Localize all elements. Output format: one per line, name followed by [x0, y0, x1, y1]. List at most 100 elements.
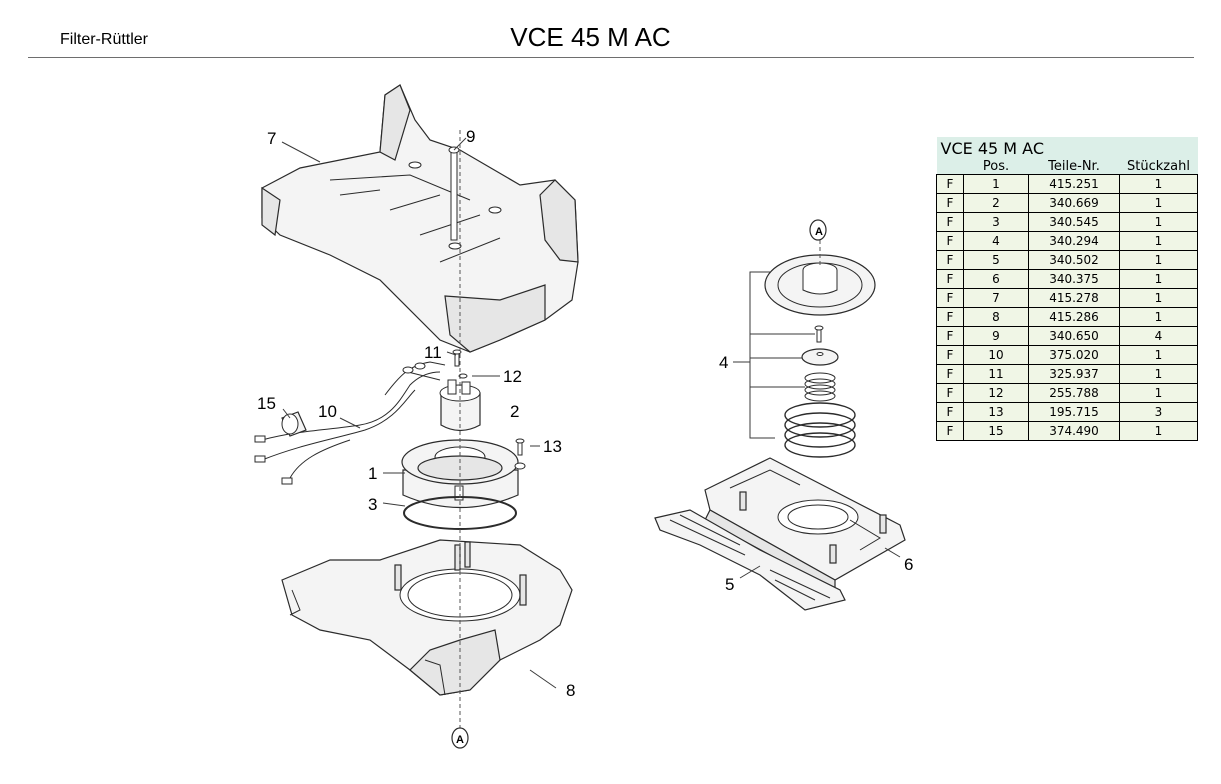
section-label: Filter-Rüttler [60, 31, 149, 48]
marker-a-bottom-label: A [456, 734, 464, 746]
flag-cell: F [936, 345, 964, 365]
callout-2: 2 [510, 402, 519, 421]
pos-cell: 12 [963, 383, 1029, 403]
part-number-cell: 340.669 [1028, 193, 1120, 213]
callout-8: 8 [566, 681, 575, 700]
marker-a-top-label: A [815, 226, 823, 238]
page-title: VCE 45 M AC [510, 22, 671, 52]
pos-cell: 2 [963, 193, 1029, 213]
marker-a-bottom [451, 727, 469, 749]
part-5-filter-mesh [654, 509, 846, 611]
pos-cell: 8 [963, 307, 1029, 327]
part-number-cell: 340.650 [1028, 326, 1120, 346]
parts-table-title: VCE 45 M AC [936, 137, 1198, 158]
part-number-cell: 195.715 [1028, 402, 1120, 422]
quantity-cell: 3 [1119, 402, 1198, 422]
quantity-cell: 1 [1119, 421, 1198, 441]
part-4-filter-element [733, 254, 876, 458]
callout-1: 1 [368, 464, 377, 483]
pos-cell: 10 [963, 345, 1029, 365]
quantity-cell: 4 [1119, 326, 1198, 346]
callout-10: 10 [318, 402, 337, 421]
part-number-cell: 340.375 [1028, 269, 1120, 289]
flag-cell: F [936, 193, 964, 213]
callout-11: 11 [424, 343, 442, 362]
flag-cell: F [936, 269, 964, 289]
column-header-qty: Stückzahl [1119, 158, 1198, 175]
pos-cell: 15 [963, 421, 1029, 441]
parts-table-header: Pos. Teile-Nr. Stückzahl [936, 158, 1198, 175]
pos-cell: 6 [963, 269, 1029, 289]
flag-cell: F [936, 307, 964, 327]
marker-a-top [809, 219, 827, 241]
flag-cell: F [936, 383, 964, 403]
pos-cell: 13 [963, 402, 1029, 422]
flag-cell: F [936, 288, 964, 308]
callout-6: 6 [904, 555, 913, 574]
part-10-cable-harness [254, 361, 446, 485]
flag-cell: F [936, 212, 964, 232]
flag-cell: F [936, 364, 964, 384]
callout-3: 3 [368, 495, 377, 514]
part-number-cell: 374.490 [1028, 421, 1120, 441]
pos-cell: 3 [963, 212, 1029, 232]
pos-cell: 7 [963, 288, 1029, 308]
pos-cell: 11 [963, 364, 1029, 384]
quantity-cell: 1 [1119, 269, 1198, 289]
flag-cell: F [936, 326, 964, 346]
part-13-screw [515, 438, 525, 456]
callout-15: 15 [257, 394, 276, 413]
callout-5: 5 [725, 575, 734, 594]
part-number-cell: 340.294 [1028, 231, 1120, 251]
callout-4: 4 [719, 353, 728, 372]
quantity-cell: 1 [1119, 383, 1198, 403]
header-divider [28, 57, 1194, 58]
quantity-cell: 1 [1119, 364, 1198, 384]
part-15-sleeve [281, 411, 307, 437]
quantity-cell: 1 [1119, 231, 1198, 251]
flag-cell: F [936, 250, 964, 270]
column-header-flag [936, 158, 964, 175]
parts-table-title-row: VCE 45 M AC [936, 137, 1198, 158]
part-number-cell: 415.251 [1028, 174, 1120, 194]
column-header-pos: Pos. [963, 158, 1029, 175]
part-number-cell: 415.278 [1028, 288, 1120, 308]
flag-cell: F [936, 421, 964, 441]
pos-cell: 5 [963, 250, 1029, 270]
part-12-washer [458, 373, 468, 379]
part-number-cell: 340.545 [1028, 212, 1120, 232]
quantity-cell: 1 [1119, 345, 1198, 365]
flag-cell: F [936, 231, 964, 251]
quantity-cell: 1 [1119, 212, 1198, 232]
quantity-cell: 1 [1119, 288, 1198, 308]
part-8-base-housing [281, 539, 573, 696]
callout-9: 9 [466, 127, 475, 146]
part-number-cell: 415.286 [1028, 307, 1120, 327]
flag-cell: F [936, 402, 964, 422]
callout-12: 12 [503, 367, 522, 386]
callout-13: 13 [543, 437, 562, 456]
part-6-filter-plate [704, 457, 906, 592]
pos-cell: 4 [963, 231, 1029, 251]
flag-cell: F [936, 174, 964, 194]
pos-cell: 1 [963, 174, 1029, 194]
part-9-bolt [448, 137, 467, 241]
part-number-cell: 325.937 [1028, 364, 1120, 384]
part-number-cell: 375.020 [1028, 345, 1120, 365]
column-header-part-no: Teile-Nr. [1028, 158, 1120, 175]
